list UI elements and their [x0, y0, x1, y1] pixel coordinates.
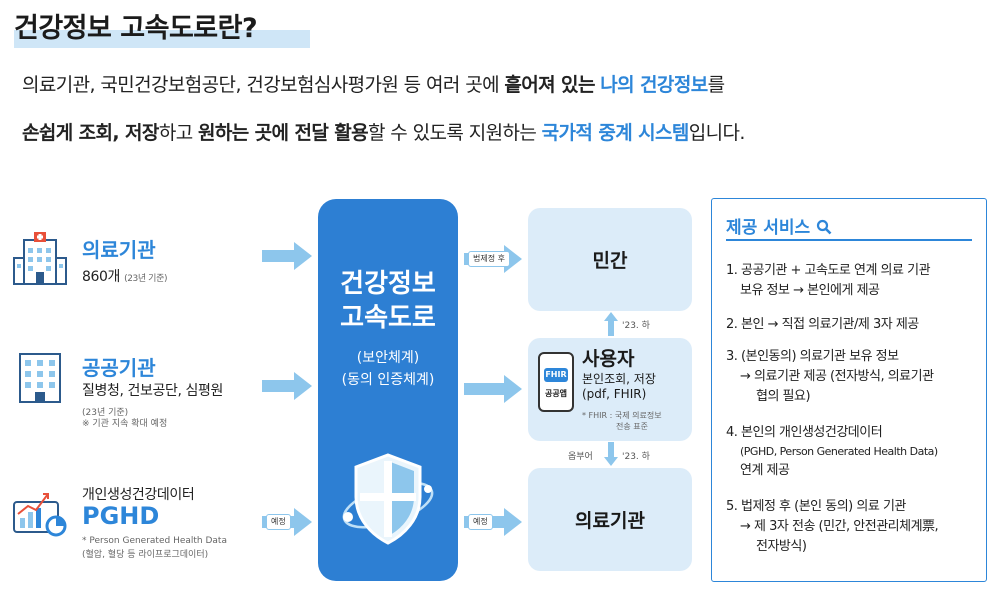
desc2-segment: 입니다.	[688, 122, 746, 144]
arrow-user-to-medical	[604, 442, 618, 466]
service-item-2: 2. 본인 → 직접 의료기관/제 3자 제공	[726, 317, 919, 332]
source-public-note: (23년 기준)	[82, 408, 129, 418]
note-upper: '23. 하	[622, 321, 650, 331]
source-pghd-note: * Person Generated Health Data	[82, 536, 227, 546]
office-building-icon	[10, 350, 70, 406]
security-shield-icon	[342, 453, 434, 545]
source-medical-name: 의료기관	[82, 238, 156, 262]
desc2-segment: 국가적 중계 시스템	[541, 122, 690, 144]
target-user-line1: 본인조회, 저장	[582, 372, 656, 386]
source-medical-count: 860개 (23년 기준)	[82, 269, 168, 285]
service-item-4: 4. 본인의 개인생성건강데이터 (PGHD, Person Generated…	[726, 425, 938, 478]
source-pghd-korean: 개인생성건강데이터	[82, 487, 195, 503]
arrow-pghd-tag: 예정	[266, 514, 291, 530]
arrow-medical-tag: 예정	[468, 514, 493, 530]
search-icon	[816, 219, 832, 235]
target-user-title: 사용자	[582, 348, 635, 370]
hub-subtitle: (보안체계)(동의 인증체계)	[341, 350, 435, 388]
target-user-note: * FHIR : 국제 의료정보	[582, 411, 662, 420]
service-item-1: 1. 공공기관 + 고속도로 연계 의료 기관 보유 정보 → 본인에게 제공	[726, 263, 931, 298]
health-data-chart-icon	[10, 484, 70, 540]
source-public-list: 질병청, 건보공단, 심평원	[82, 383, 224, 399]
note-lower: '23. 하	[622, 452, 650, 462]
desc2-segment: 하고	[158, 122, 199, 144]
target-user: FHIR 공공앱 사용자 본인조회, 저장 (pdf, FHIR) * FHIR…	[528, 338, 692, 441]
source-pghd-name: PGHD	[82, 502, 160, 530]
target-private: 민간	[528, 208, 692, 311]
source-public-name: 공공기관	[82, 356, 156, 380]
services-divider	[726, 239, 972, 241]
title-block: 건강정보 고속도로란?	[14, 6, 310, 48]
source-pghd-note-2: (혈압, 혈당 등 라이프로그데이터)	[82, 550, 209, 560]
arrow-private-tag: 법제정 후	[468, 251, 510, 267]
desc2-segment: 손쉽게 조회, 저장	[22, 122, 159, 144]
desc1-segment: 를	[707, 74, 725, 96]
target-medical: 의료기관	[528, 468, 692, 571]
service-item-3: 3. (본인동의) 의료기관 보유 정보 → 의료기관 제공 (전자방식, 의료…	[726, 349, 934, 404]
target-medical-label: 의료기관	[575, 510, 645, 532]
hospital-icon	[10, 232, 70, 288]
services-panel: 제공 서비스 1. 공공기관 + 고속도로 연계 의료 기관 보유 정보 → 본…	[711, 198, 987, 582]
source-public-note-2: ※ 기관 지속 확대 예정	[82, 419, 168, 429]
title-highlight	[14, 30, 310, 48]
page-title: 건강정보 고속도로란?	[14, 13, 258, 44]
description-line-1: 의료기관, 국민건강보험공단, 건강보험심사평가원 등 여러 곳에 흩어져 있는…	[22, 70, 725, 97]
desc2-segment: 원하는 곳에 전달 활용	[198, 122, 369, 144]
desc1-segment: 흩어져 있는	[504, 74, 595, 96]
services-heading: 제공 서비스	[726, 213, 832, 238]
desc1-segment: 의료기관, 국민건강보험공단, 건강보험심사평가원 등 여러 곳에	[22, 74, 505, 96]
service-item-5: 5. 법제정 후 (본인 동의) 의료 기관 → 제 3자 전송 (민간, 안전…	[726, 499, 939, 554]
target-user-line2: (pdf, FHIR)	[582, 387, 647, 401]
arrow-user-to-private	[604, 312, 618, 336]
desc1-segment: 나의 건강정보	[600, 74, 708, 96]
description-line-2: 손쉽게 조회, 저장하고 원하는 곳에 전달 활용할 수 있도록 지원하는 국가…	[22, 118, 745, 145]
target-user-note-2: 전송 표준	[616, 422, 648, 431]
public-app-icon: FHIR 공공앱	[538, 352, 574, 412]
target-private-label: 민간	[592, 250, 628, 272]
note-lower-tag: 옵부어	[568, 452, 593, 462]
desc2-segment: 할 수 있도록 지원하는	[367, 122, 542, 144]
